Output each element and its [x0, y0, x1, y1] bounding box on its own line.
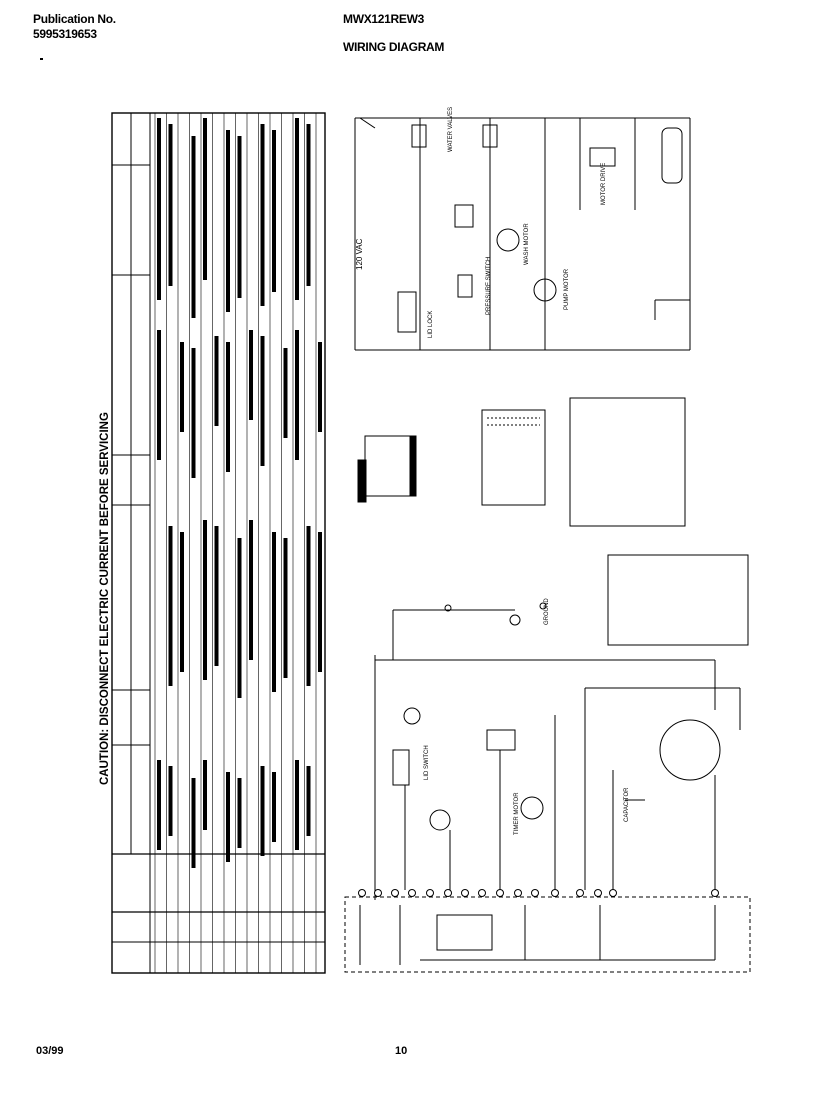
middle-legend: [357, 397, 749, 646]
timer-contact-bar: [237, 538, 242, 698]
caution-text: CAUTION: DISCONNECT ELECTRIC CURRENT BEF…: [99, 412, 111, 785]
timer-contact-bar: [260, 124, 265, 306]
timer-contact-bar: [214, 526, 219, 666]
terminal-dot: [531, 889, 539, 897]
terminal-dot: [444, 889, 452, 897]
timer-contact-bar: [260, 766, 265, 856]
motor-drive-label: MOTOR DRIVE: [601, 163, 607, 205]
timer-contact-bar: [272, 532, 276, 692]
terminal-dot: [576, 889, 584, 897]
lower-schematic: [344, 602, 751, 973]
timer-chart: [111, 112, 326, 974]
wash-motor-label: WASH MOTOR: [524, 223, 530, 265]
capacitor-label: CAPACITOR: [624, 787, 630, 822]
timer-contact-bar: [295, 330, 299, 460]
timer-contact-bar: [283, 348, 288, 438]
timer-contact-bar: [180, 532, 184, 672]
timer-contact-bar: [157, 760, 161, 850]
timer-contact-bar: [168, 526, 173, 686]
lid-lock-label: LID LOCK: [428, 311, 434, 338]
timer-contact-bar: [249, 520, 253, 660]
timer-motor-label: TIMER MOTOR: [514, 792, 520, 835]
timer-contact-bar: [191, 348, 196, 478]
timer-contact-bar: [306, 124, 311, 286]
voltage-label: 120 VAC: [355, 238, 364, 270]
terminal-dot: [374, 889, 382, 897]
terminal-dot: [426, 889, 434, 897]
timer-contact-bar: [214, 336, 219, 426]
terminal-dot: [609, 889, 617, 897]
timer-contact-bar: [226, 772, 230, 862]
terminal-dot: [711, 889, 719, 897]
publication-label: Publication No.: [33, 12, 116, 26]
terminal-dot: [496, 889, 504, 897]
terminal-dot: [408, 889, 416, 897]
terminal-dot: [594, 889, 602, 897]
timer-contact-bar: [295, 118, 299, 300]
terminal-dot: [461, 889, 469, 897]
model-number: MWX121REW3: [343, 12, 425, 26]
timer-contact-bar: [157, 330, 161, 460]
timer-contact-bar: [203, 760, 207, 830]
terminal-dot: [551, 889, 559, 897]
timer-contact-bar: [249, 330, 253, 420]
page-title: WIRING DIAGRAM: [343, 40, 445, 54]
timer-contact-bar: [168, 124, 173, 286]
terminal-dot: [478, 889, 486, 897]
timer-contact-bar: [226, 130, 230, 312]
timer-contact-bar: [283, 538, 288, 678]
timer-contact-bar: [272, 130, 276, 292]
footer-date: 03/99: [36, 1045, 64, 1057]
terminal-dot: [358, 889, 366, 897]
timer-contact-bar: [318, 532, 322, 672]
pump-motor-label: PUMP MOTOR: [564, 268, 570, 310]
water-valves-label: WATER VALVES: [448, 107, 454, 152]
timer-contact-bar: [306, 766, 311, 836]
timer-contact-bar: [295, 760, 299, 850]
timer-contact-bar: [180, 342, 184, 432]
timer-contact-bar: [191, 778, 196, 868]
timer-contact-bar: [226, 342, 230, 472]
small-dot: [40, 58, 43, 60]
footer-page-number: 10: [395, 1045, 408, 1057]
timer-contact-bar: [237, 136, 242, 298]
publication-number: 5995319653: [33, 27, 97, 41]
timer-contact-bar: [157, 118, 161, 300]
terminal-dot: [391, 889, 399, 897]
ground-label: GROUND: [544, 598, 550, 625]
timer-contact-bar: [306, 526, 311, 686]
terminal-dot: [514, 889, 522, 897]
pressure-switch-label: PRESSURE SWITCH: [486, 257, 492, 315]
timer-contact-bar: [168, 766, 173, 836]
timer-contact-bar: [237, 778, 242, 848]
timer-contact-bar: [260, 336, 265, 466]
timer-contact-bar: [191, 136, 196, 318]
timer-contact-bar: [203, 520, 207, 680]
lid-switch-label: LID SWITCH: [424, 745, 430, 780]
upper-schematic: [354, 117, 691, 351]
timer-contact-bar: [272, 772, 276, 842]
timer-contact-bar: [318, 342, 322, 432]
timer-contact-bar: [203, 118, 207, 280]
